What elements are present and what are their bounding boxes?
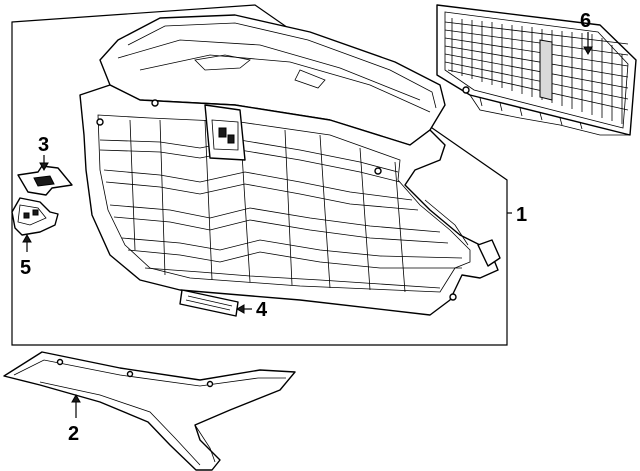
callout-4[interactable]: 4 <box>256 299 268 321</box>
callout-3[interactable]: 3 <box>38 134 49 156</box>
part-4-nameplate[interactable] <box>179 289 239 317</box>
callout-1[interactable]: 1 <box>516 204 527 226</box>
callout-6[interactable]: 6 <box>580 10 591 32</box>
part-5-emblem-bracket[interactable] <box>11 197 59 236</box>
part-6-grille-panel[interactable] <box>436 4 637 136</box>
part-3-emblem[interactable] <box>17 165 73 196</box>
grille-panel-mesh <box>444 18 629 124</box>
part-2-lower-molding[interactable] <box>3 351 296 471</box>
assembly-outline <box>11 4 508 346</box>
callout-2[interactable]: 2 <box>68 423 79 445</box>
callout-5[interactable]: 5 <box>20 257 31 279</box>
part-1-grille-assembly[interactable] <box>79 14 501 316</box>
